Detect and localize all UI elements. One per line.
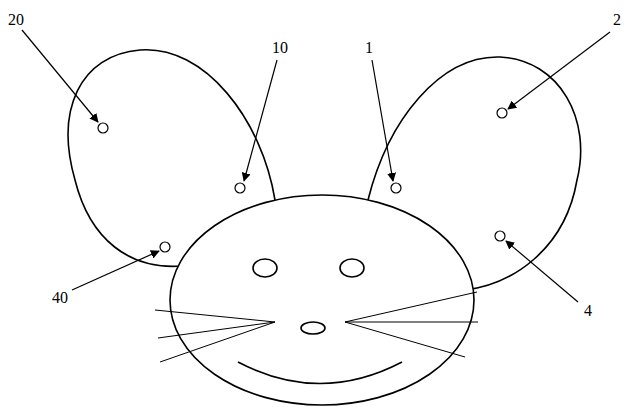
nose bbox=[301, 322, 325, 334]
leader-arrows bbox=[22, 30, 610, 302]
callout-number: 4 bbox=[584, 303, 592, 319]
callout-number: 1 bbox=[365, 40, 373, 56]
callout-number: 10 bbox=[272, 40, 288, 56]
callout-number: 40 bbox=[52, 290, 68, 306]
mouth bbox=[238, 362, 402, 384]
face bbox=[170, 195, 474, 405]
whiskers bbox=[155, 292, 478, 362]
callout-number: 2 bbox=[613, 12, 621, 28]
eye bbox=[340, 259, 364, 277]
electrode-dots bbox=[98, 108, 507, 252]
eye bbox=[253, 259, 277, 277]
callout-number: 20 bbox=[8, 12, 24, 28]
